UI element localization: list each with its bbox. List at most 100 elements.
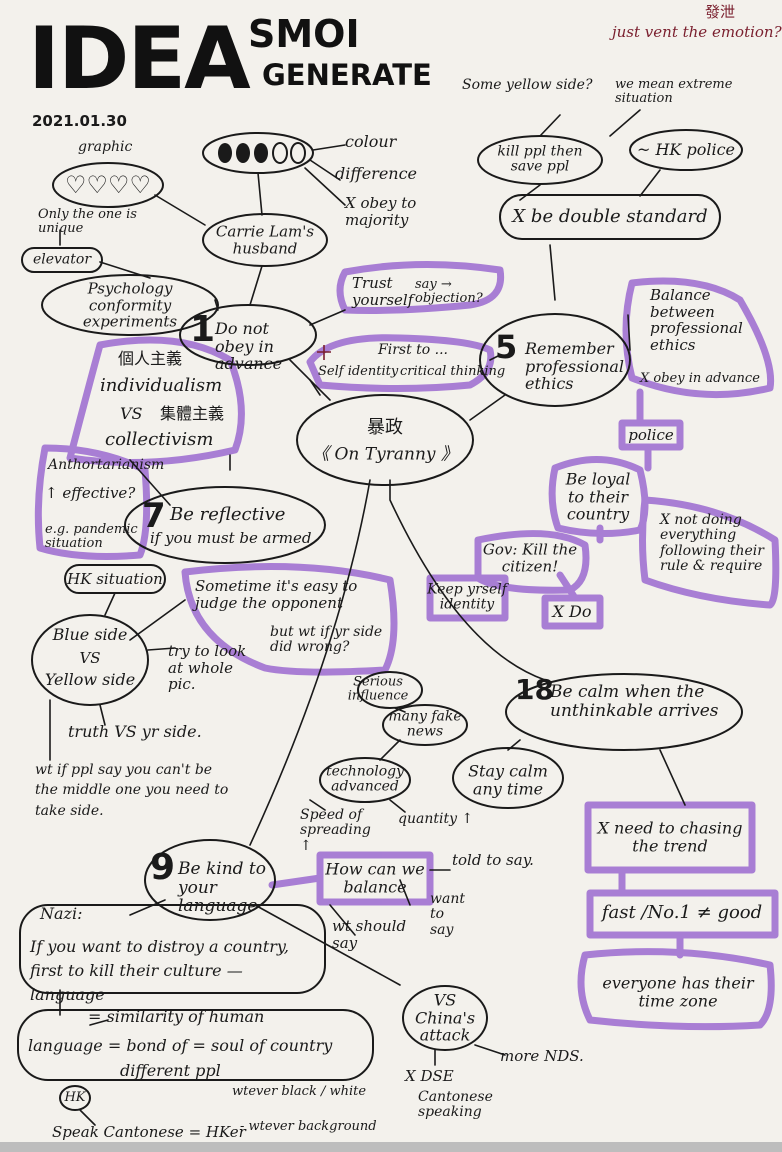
difference-label: difference [335, 164, 418, 183]
collectivism-label: collectivism [105, 429, 214, 450]
node9-number: 9 [150, 847, 176, 888]
ind-vs: VS [120, 404, 143, 423]
center-chinese: 暴政 [367, 417, 403, 439]
node1-number: 1 [190, 309, 216, 350]
x-obey-label: X obey in advance [640, 371, 760, 386]
more-nds-label: more NDS. [500, 1047, 584, 1065]
collectivism-cn: 集體主義 [160, 404, 225, 423]
truth-label: truth VS yr side. [68, 722, 202, 741]
just-vent-label: just vent the emotion? [612, 23, 782, 41]
tech-node: technology advanced [326, 763, 404, 795]
node7-number: 7 [142, 496, 166, 536]
should-label: wt should say [332, 917, 407, 952]
hl-howbalance [316, 851, 434, 906]
diff-ppl-label: different ppl [120, 1061, 221, 1080]
serious-node: Serious influence [347, 674, 409, 704]
but-wt-label: but wt if yr side did wrong? [270, 624, 383, 656]
trust-label: Trust yourself [352, 274, 414, 309]
double-node: X be double standard [512, 206, 708, 228]
stay-node: Stay calm any time [468, 761, 548, 798]
bottom-edge [0, 1142, 782, 1152]
similarity-label: = similarity of human [88, 1007, 265, 1026]
wtever-bw-label: wtever black / white [232, 1084, 367, 1099]
blue-side: Blue side [52, 625, 128, 645]
hl-balance [622, 277, 775, 399]
first-to-label: First to ... [378, 342, 448, 358]
node18-number: 18 [515, 673, 554, 706]
wtever-bg-label: - wtever background [240, 1119, 377, 1134]
date: 2021.01.30 [32, 112, 127, 130]
sometime-label: Sometime it's easy to judge the opponent [195, 577, 358, 612]
graphic-label: graphic [78, 139, 133, 155]
auth-label: Anthortarianism [48, 457, 165, 473]
china-node: VS China's attack [414, 990, 476, 1045]
x-not-node: X not doing everything following their r… [660, 512, 764, 575]
speak-cantonese-label: Speak Cantonese = HKer [52, 1123, 246, 1141]
node1-label: Do not obey in advance [215, 319, 283, 374]
want-label: want to say [430, 891, 465, 938]
destroy-label: If you want to distroy a country, first … [30, 937, 289, 1004]
bond-label: language = bond of = soul of country [28, 1036, 333, 1055]
everyone-node: everyone has their time zone [602, 973, 754, 1010]
subtitle-generate: GENERATE [262, 58, 432, 92]
vent-cn: 發泄 [705, 3, 736, 21]
gov-node: Gov: Kill the citizen! [482, 540, 578, 575]
elevator-node: elevator [32, 251, 92, 268]
subtitle-smoi: SMOI [248, 12, 360, 56]
hl-everyone [577, 948, 775, 1031]
hl-police [618, 419, 684, 451]
hl-ind [66, 336, 245, 466]
yellow-side-q: Some yellow side? [462, 77, 593, 93]
hl-sometime [181, 563, 398, 676]
police-node: police [628, 425, 674, 444]
fast-node: fast /No.1 ≠ good [601, 902, 763, 924]
title: IDEA [28, 9, 251, 109]
bluey-vs: VS [79, 648, 101, 667]
dse-label: X DSE [405, 1067, 454, 1085]
individualism-label: individualism [100, 375, 223, 396]
speed-label: Speed of spreading ↑ [300, 807, 371, 854]
critical-label: critical thinking [400, 364, 506, 379]
loyal-node: Be loyal to their country [565, 469, 631, 524]
told-label: told to say. [452, 851, 534, 869]
obey-majority-label: X obey to majority [345, 194, 417, 229]
colour-label: colour [345, 132, 397, 151]
how-balance-node: How can we balance [325, 859, 425, 896]
self-identity-label: Self identity [318, 364, 399, 379]
x-do-node: X Do [552, 602, 592, 622]
unique-label: Only the one is unique [38, 207, 137, 237]
hl-chasing [584, 801, 756, 874]
node5-number: 5 [495, 328, 518, 366]
quantity-label: quantity ↑ [398, 811, 474, 827]
hl-keep [426, 574, 509, 622]
node18-label: Be calm when the unthinkable arrives [550, 682, 719, 721]
hl-self [306, 334, 495, 392]
pandemic-label: e.g. pandemic situation [45, 522, 138, 552]
node7-label1: Be reflective [170, 504, 286, 525]
star-marks [317, 345, 331, 360]
balance-label: Balance between professional ethics [650, 286, 743, 354]
try-look: try to look at whole pic. [168, 642, 247, 693]
wt-if-label: wt if ppl say you can't be the middle on… [35, 762, 229, 819]
hl-auth [34, 444, 151, 560]
node7-label2: if you must be armed [150, 529, 312, 547]
hearts-icon: ♡♡♡♡ [64, 170, 152, 199]
center-label: 《 On Tyranny 》 [312, 444, 458, 465]
hl-xnot [639, 496, 780, 609]
say-objection-label: say → objection? [415, 277, 483, 307]
hk-situation: HK situation [67, 569, 163, 588]
carrie-node: Carrie Lam's husband [215, 222, 315, 257]
psychology-node: Psychology conformity experiments [82, 279, 178, 331]
extreme-label: we mean extreme situation [615, 77, 733, 107]
hk-circle-label: HK [64, 1089, 86, 1105]
keep-node: Keep yrself identity [427, 581, 507, 613]
hl-fast [586, 889, 779, 939]
kill-node: kill ppl then save ppl [497, 143, 583, 175]
cantonese-speaking-label: Cantonese speaking [418, 1089, 493, 1121]
node9-label: Be kind to your language [178, 859, 266, 917]
effective-label: ↑ effective? [45, 484, 136, 502]
hl-trust [336, 260, 505, 314]
hl-xdo [541, 594, 604, 630]
